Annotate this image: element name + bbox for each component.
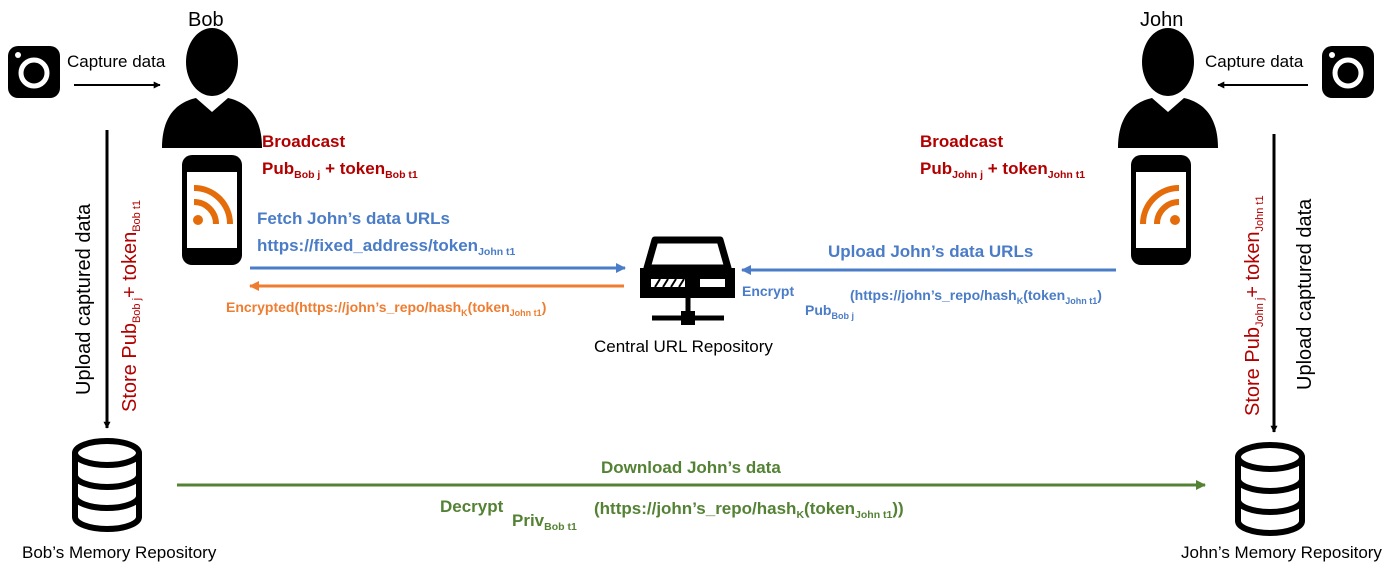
central-repository-label: Central URL Repository bbox=[594, 337, 773, 356]
john-person-icon bbox=[1118, 28, 1218, 148]
john-broadcast-pub: PubJohn j + tokenJohn t1 bbox=[920, 159, 1086, 181]
camera-icon-left bbox=[8, 46, 60, 98]
broadcast-icon-john bbox=[1140, 185, 1180, 225]
john-broadcast-label: Broadcast bbox=[920, 132, 1004, 151]
bob-broadcast-label: Broadcast bbox=[262, 132, 346, 151]
central-repository-icon bbox=[640, 236, 735, 325]
encrypt-pub-payload: (https://john’s_repo/hashK(tokenJohn t1) bbox=[850, 287, 1102, 306]
decrypt-priv-key: PrivBob t1 bbox=[512, 511, 577, 533]
encrypted-reply-label: Encrypted(https://john’s_repo/hashK(toke… bbox=[226, 299, 547, 318]
fetch-url: https://fixed_address/tokenJohn t1 bbox=[257, 236, 516, 258]
decrypt-label: Decrypt bbox=[440, 497, 504, 516]
download-label: Download John’s data bbox=[601, 458, 781, 477]
john-upload-captured-label: Upload captured data bbox=[1294, 198, 1316, 390]
bob-repository-label: Bob’s Memory Repository bbox=[22, 543, 217, 562]
camera-icon-right bbox=[1322, 46, 1374, 98]
john-phone-icon bbox=[1131, 155, 1191, 265]
john-repository-label: John’s Memory Repository bbox=[1181, 543, 1382, 562]
fetch-label: Fetch John’s data URLs bbox=[257, 209, 451, 228]
encrypt-pub-key: PubBob j bbox=[805, 302, 854, 321]
bob-database-icon bbox=[72, 438, 142, 532]
bob-broadcast-pub: PubBob j + tokenBob t1 bbox=[262, 159, 418, 181]
upload-urls-label: Upload John’s data URLs bbox=[828, 242, 1034, 261]
bob-store-pub-label: Store PubBob j+ tokenBob t1 bbox=[119, 199, 143, 412]
capture-label-left: Capture data bbox=[67, 52, 166, 71]
bob-phone-icon bbox=[182, 155, 242, 265]
john-store-pub-label: Store PubJohn j+ tokenJohn t1 bbox=[1242, 195, 1266, 416]
bob-person-icon bbox=[162, 28, 262, 148]
decrypt-payload: (https://john’s_repo/hashK(tokenJohn t1)… bbox=[594, 499, 904, 521]
encrypt-pub-label: Encrypt bbox=[742, 283, 795, 299]
broadcast-icon-bob bbox=[193, 185, 233, 225]
john-name: John bbox=[1140, 9, 1184, 31]
bob-name: Bob bbox=[188, 9, 224, 31]
capture-label-right: Capture data bbox=[1205, 52, 1304, 71]
john-database-icon bbox=[1235, 442, 1305, 536]
bob-upload-captured-label: Upload captured data bbox=[73, 203, 95, 395]
